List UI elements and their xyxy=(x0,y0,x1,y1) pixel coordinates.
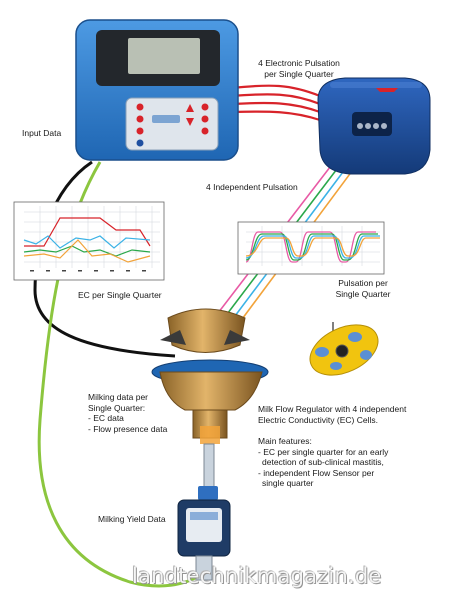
milk-flow-regulator xyxy=(151,308,269,495)
label-line: Electric Conductivity (EC) Cells. xyxy=(258,414,378,425)
milking-controller xyxy=(75,19,239,161)
ec-chart-graphic xyxy=(13,201,165,281)
keypad-button xyxy=(136,103,144,111)
label-ec-per-quarter: EC per Single Quarter xyxy=(78,290,162,300)
label-line: Milking data per xyxy=(88,392,149,402)
features-title: Main features: xyxy=(258,436,312,446)
features-line: detection of sub-clinical mastitis, xyxy=(262,457,384,467)
label-line: - EC data xyxy=(88,413,124,423)
label-line: - Flow presence data xyxy=(88,423,168,434)
label-main-features: Main features: - EC per single quarter f… xyxy=(258,436,388,489)
black-input-cable xyxy=(33,160,176,358)
milking-yield-meter xyxy=(177,486,231,581)
features-line: - independent Flow Sensor per xyxy=(258,467,375,478)
label-pulsation-per-quarter: Pulsation per Single Quarter xyxy=(328,278,398,299)
pulsator-connector-panel xyxy=(352,112,392,136)
label-regulator-description: Milk Flow Regulator with 4 independent E… xyxy=(258,404,406,425)
label-milking-yield: Milking Yield Data xyxy=(98,514,166,524)
label-input-data: Input Data xyxy=(22,128,62,138)
watermark-text: landtechnikmagazin.de xyxy=(132,564,382,588)
label-line: Single Quarter xyxy=(335,288,391,299)
keypad-logo xyxy=(152,115,180,123)
label-line: Milk Flow Regulator with 4 independent xyxy=(258,404,407,414)
arrow-icon xyxy=(186,104,194,126)
pulsator-unit xyxy=(317,77,431,175)
features-line: - EC per single quarter for an early xyxy=(258,446,389,457)
keypad-button xyxy=(136,115,144,123)
red-pulsation-cables xyxy=(231,84,321,122)
label-independent-pulsation: 4 Independent Pulsation xyxy=(206,182,298,192)
label-electronic-pulsation: 4 Electronic Pulsation per Single Quarte… xyxy=(248,58,350,79)
keypad-button xyxy=(201,103,209,111)
pulsator-logo xyxy=(376,88,398,92)
keypad-button xyxy=(201,127,209,135)
label-milking-data: Milking data per Single Quarter: - EC da… xyxy=(88,392,167,434)
label-line: per Single Quarter xyxy=(264,68,334,79)
features-line: single quarter xyxy=(262,478,314,488)
keypad-button xyxy=(136,139,144,147)
label-line: Single Quarter: xyxy=(88,402,146,413)
controller-keypad xyxy=(125,97,219,151)
ec-sensor-disk xyxy=(309,322,379,376)
label-line: 4 Electronic Pulsation xyxy=(258,58,340,68)
pulsation-chart-graphic xyxy=(237,221,385,275)
controller-lcd xyxy=(128,38,200,74)
keypad-button xyxy=(136,127,144,135)
keypad-button xyxy=(201,115,209,123)
label-line: Pulsation per xyxy=(338,278,388,288)
